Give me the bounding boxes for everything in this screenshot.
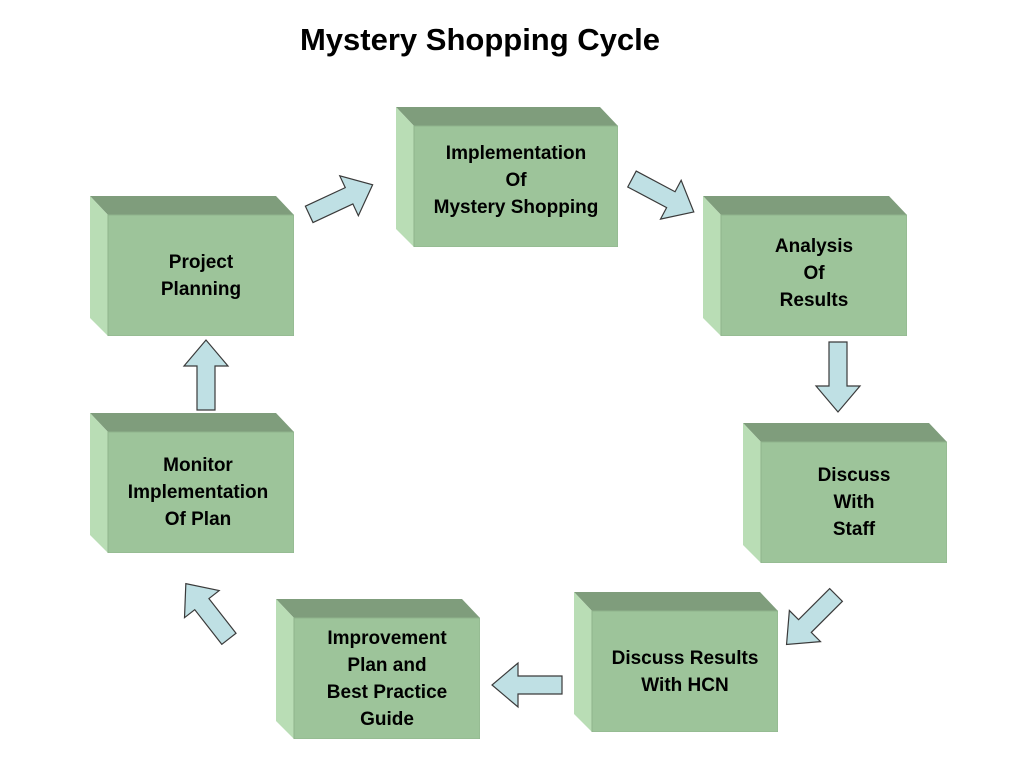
arrow-implementation-to-analysis [626, 170, 695, 220]
step-monitor: Monitor Implementation Of Plan [90, 413, 294, 553]
arrow-analysis-to-staff [814, 341, 862, 413]
arrow-planning-to-implementation [304, 174, 374, 224]
step-discuss-hcn: Discuss Results With HCN [574, 592, 778, 732]
step-implementation: Implementation Of Mystery Shopping [396, 107, 618, 247]
step-discuss-staff: Discuss With Staff [743, 423, 947, 563]
arrow-improvement-to-monitor [183, 582, 237, 646]
arrow-hcn-to-improvement [491, 661, 563, 709]
step-label: Discuss With Staff [817, 465, 891, 540]
step-analysis: Analysis Of Results [703, 196, 907, 336]
arrow-monitor-to-planning [182, 339, 230, 411]
step-project-planning: Project Planning [90, 196, 294, 336]
step-label: Monitor Implementation Of Plan [127, 455, 269, 530]
step-improvement: Improvement Plan and Best Practice Guide [276, 599, 480, 739]
step-label: Implementation Of Mystery Shopping [433, 143, 599, 218]
arrow-staff-to-hcn [785, 587, 844, 646]
step-label: Analysis Of Results [774, 236, 854, 311]
diagram-title: Mystery Shopping Cycle [299, 22, 661, 57]
step-label: Project Planning [160, 251, 242, 300]
step-label: Improvement Plan and Best Practice Guide [326, 627, 448, 730]
step-label: Discuss Results With HCN [611, 647, 759, 696]
